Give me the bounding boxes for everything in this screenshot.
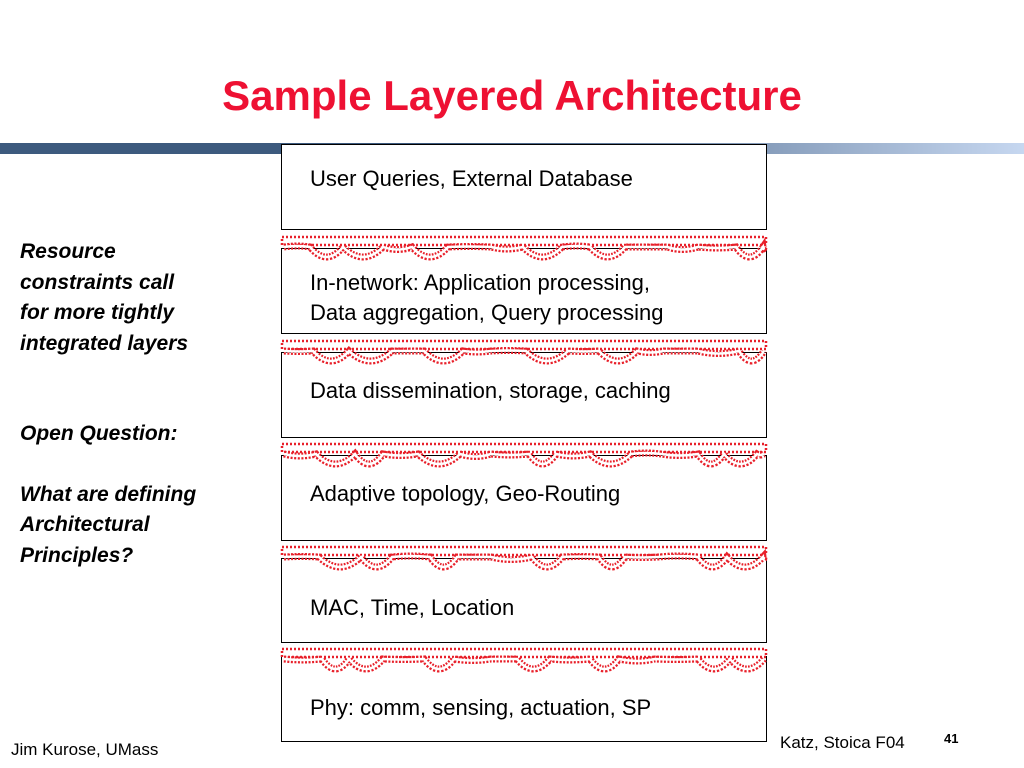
layer-boundary-wavy <box>280 545 768 571</box>
side-note-line: Architectural <box>20 513 150 536</box>
layer-box-user-queries: User Queries, External Database <box>281 144 767 230</box>
side-note-line: Principles? <box>20 543 134 567</box>
layer-line: User Queries, External Database <box>310 166 633 191</box>
layer-label: Phy: comm, sensing, actuation, SP <box>310 693 651 723</box>
layer-box-adaptive-topology: Adaptive topology, Geo-Routing <box>281 455 767 541</box>
side-note: Resource constraints call for more tight… <box>20 237 260 571</box>
layer-boundary-wavy <box>280 442 768 468</box>
layer-line: MAC, Time, Location <box>310 595 515 620</box>
side-note-line: for more tightly <box>20 301 175 324</box>
layer-label: User Queries, External Database <box>310 164 633 194</box>
layer-boundary-wavy <box>280 235 768 261</box>
side-note-line: Resource <box>20 240 116 263</box>
layer-label: Data dissemination, storage, caching <box>310 376 671 406</box>
layer-line: Adaptive topology, Geo-Routing <box>310 481 621 506</box>
side-note-line: What are defining <box>20 482 197 506</box>
layer-box-data-dissemination: Data dissemination, storage, caching <box>281 352 767 438</box>
layer-label: Adaptive topology, Geo-Routing <box>310 479 620 509</box>
side-note-gap <box>20 359 260 389</box>
side-note-line: constraints call <box>20 270 175 294</box>
layer-boundary-wavy <box>280 647 768 673</box>
slide-title: Sample Layered Architecture <box>222 72 802 119</box>
layer-line: Data dissemination, storage, caching <box>310 378 671 403</box>
layer-line: In-network: Application processing, <box>310 270 650 295</box>
footer-credit: Katz, Stoica F04 <box>780 733 905 752</box>
layer-box-phy: Phy: comm, sensing, actuation, SP <box>281 656 767 742</box>
side-note-gap <box>20 389 260 419</box>
page-number: 41 <box>944 731 959 746</box>
layer-label: In-network: Application processing, Data… <box>310 268 663 328</box>
layer-line: Phy: comm, sensing, actuation, SP <box>310 695 652 720</box>
side-note-line: integrated layers <box>20 331 189 355</box>
side-note-gap <box>20 450 260 480</box>
footer-author: Jim Kurose, UMass <box>11 740 159 759</box>
layer-boundary-wavy <box>280 339 768 365</box>
open-question-line: Open Question: <box>20 422 178 445</box>
layer-label: MAC, Time, Location <box>310 593 514 623</box>
layer-line: Data aggregation, Query processing <box>310 300 664 325</box>
